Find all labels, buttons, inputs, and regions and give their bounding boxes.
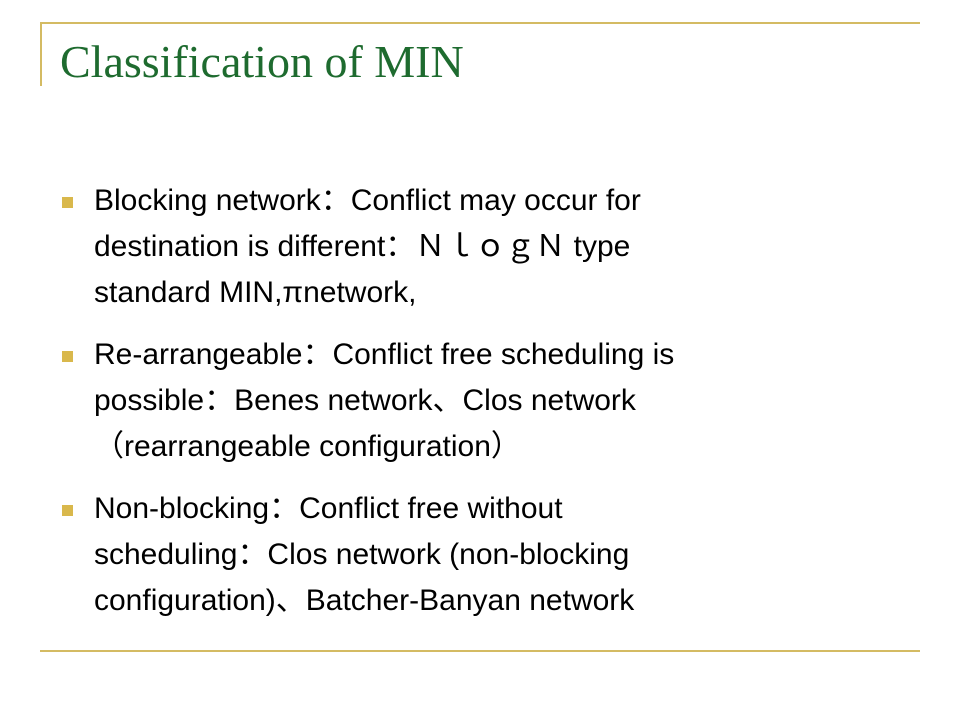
bullet-text-line: scheduling：Clos network (non-blocking bbox=[94, 538, 630, 571]
top-border-line bbox=[40, 22, 920, 24]
bullet-text-line: destination is different：ＮｌｏｇＮ type bbox=[94, 230, 631, 263]
bullet-item-rearrangeable: Re-arrangeable：Conflict free scheduling … bbox=[60, 332, 880, 470]
square-bullet-icon bbox=[62, 197, 73, 208]
bullet-list: Blocking network：Conflict may occur for … bbox=[60, 178, 880, 640]
bullet-text-line: （rearrangeable configuration） bbox=[94, 430, 521, 463]
bullet-text-line: configuration)、Batcher-Banyan network bbox=[94, 584, 635, 617]
bullet-text-line: possible：Benes network、Clos network bbox=[94, 384, 636, 417]
bullet-text-line: Re-arrangeable：Conflict free scheduling … bbox=[94, 338, 675, 371]
square-bullet-icon bbox=[62, 505, 73, 516]
bullet-text-line: Blocking network：Conflict may occur for bbox=[94, 184, 641, 217]
bullet-item-nonblocking: Non-blocking：Conflict free without sched… bbox=[60, 486, 880, 624]
square-bullet-icon bbox=[62, 351, 73, 362]
bottom-border-line bbox=[40, 650, 920, 652]
left-border-line bbox=[40, 22, 42, 86]
bullet-text-line: Non-blocking：Conflict free without bbox=[94, 492, 563, 525]
bullet-text-line: standard MIN,πnetwork, bbox=[94, 276, 417, 309]
slide-title: Classification of MIN bbox=[60, 36, 464, 87]
bullet-item-blocking: Blocking network：Conflict may occur for … bbox=[60, 178, 880, 316]
